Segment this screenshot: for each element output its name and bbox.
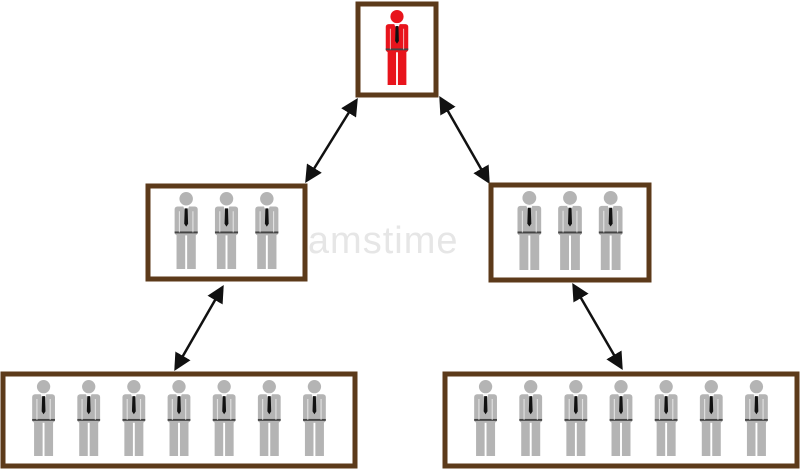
person-icon (385, 10, 409, 86)
arrow-leader-to-group-right (439, 95, 490, 185)
person-icon (257, 380, 281, 456)
person-icon (255, 192, 279, 269)
arrow-leader-to-group-left (305, 98, 358, 183)
node-team-bottom-right (442, 371, 800, 469)
person-icon (519, 380, 543, 456)
node-team-bottom-left (0, 371, 358, 469)
node-leader (355, 1, 439, 98)
person-icon (517, 191, 542, 270)
person-icon (174, 192, 198, 269)
person-icon (558, 191, 582, 270)
person-icon (609, 380, 633, 456)
person-icon (564, 380, 588, 456)
arrow-group-right-to-team-bottom-right (572, 282, 623, 371)
person-icon (32, 380, 55, 456)
person-icon (303, 380, 326, 456)
node-group-right (488, 182, 652, 283)
node-group-left (145, 183, 308, 282)
person-icon (214, 192, 239, 269)
person-icon (77, 380, 101, 456)
person-icon (212, 380, 236, 456)
person-icon (167, 380, 191, 456)
person-icon (699, 380, 723, 456)
person-icon (474, 380, 497, 456)
person-icon (598, 191, 623, 270)
arrow-group-left-to-team-bottom-left (174, 284, 224, 372)
person-icon (745, 380, 768, 456)
person-icon (122, 380, 146, 456)
person-icon (654, 380, 678, 456)
